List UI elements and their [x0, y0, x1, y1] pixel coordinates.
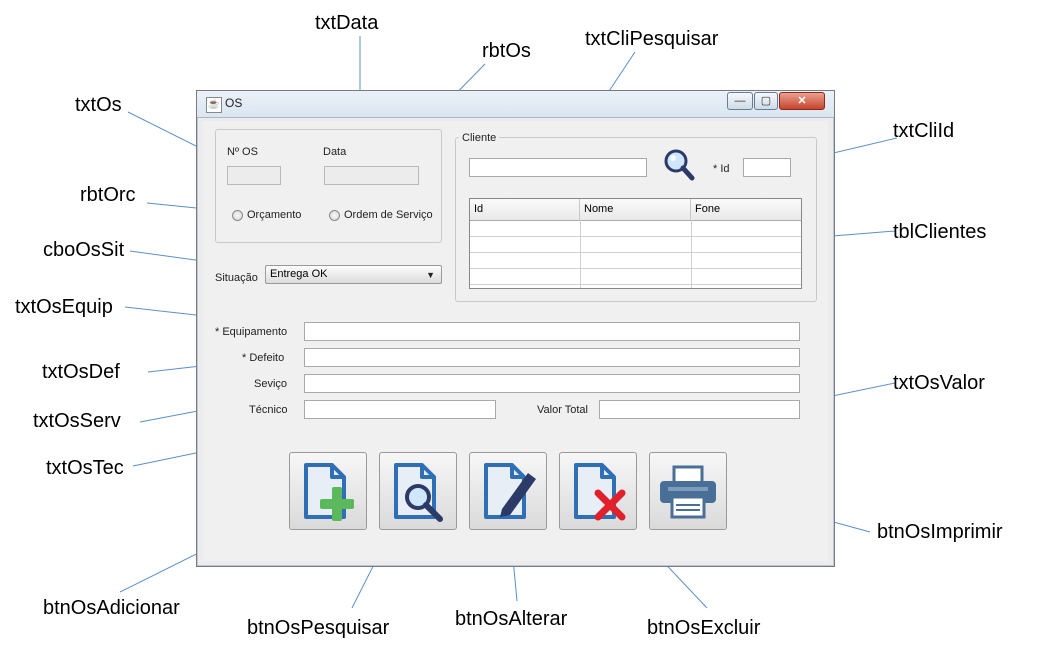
- table-header: Id Nome Fone: [470, 199, 801, 221]
- rbtorc-label[interactable]: Orçamento: [247, 209, 302, 221]
- callout-txtosequip: txtOsEquip: [15, 296, 113, 318]
- tblclientes-table[interactable]: Id Nome Fone: [469, 198, 802, 289]
- callout-txtdata: txtData: [315, 12, 379, 34]
- table-row[interactable]: [470, 221, 801, 237]
- column-header-fone[interactable]: Fone: [695, 203, 721, 215]
- txtcliid-input[interactable]: [743, 158, 791, 177]
- num-os-label: Nº OS: [227, 146, 258, 158]
- file-edit-icon: [484, 463, 536, 519]
- search-icon[interactable]: [661, 147, 697, 183]
- callout-rbtos: rbtOs: [482, 40, 531, 62]
- cliente-id-label: * Id: [713, 163, 730, 175]
- tecnico-label: Técnico: [249, 404, 288, 416]
- txtosdef-input[interactable]: [304, 348, 800, 367]
- txtostec-input[interactable]: [304, 400, 496, 419]
- column-divider: [580, 220, 581, 288]
- rbtos-label[interactable]: Ordem de Serviço: [344, 209, 433, 221]
- minimize-button[interactable]: —: [727, 92, 753, 110]
- callout-btnospesquisar: btnOsPesquisar: [247, 617, 390, 639]
- callout-txtclipesquisar: txtCliPesquisar: [585, 28, 719, 50]
- callout-txtostec: txtOsTec: [46, 457, 124, 479]
- btnospesquisar-button[interactable]: [379, 452, 457, 530]
- chevron-down-icon: ▼: [426, 270, 435, 280]
- callout-txtosdef: txtOsDef: [42, 361, 120, 383]
- cboossit-combo[interactable]: Entrega OK ▼: [265, 265, 442, 284]
- maximize-button[interactable]: ▢: [754, 92, 778, 110]
- column-header-id[interactable]: Id: [470, 199, 580, 220]
- printer-icon: [660, 465, 716, 519]
- cboossit-selected: Entrega OK: [270, 268, 328, 280]
- rbtos-radio[interactable]: [329, 210, 340, 221]
- column-header-nome[interactable]: Nome: [580, 199, 691, 220]
- file-delete-icon: [574, 463, 626, 521]
- callout-btnosalterar: btnOsAlterar: [455, 608, 568, 630]
- callout-txtcliid: txtCliId: [893, 120, 955, 142]
- close-button[interactable]: ✕: [779, 92, 825, 110]
- btnosalterar-button[interactable]: [469, 452, 547, 530]
- cliente-group-box: [455, 137, 817, 302]
- btnosexcluir-button[interactable]: [559, 452, 637, 530]
- table-row[interactable]: [470, 269, 801, 285]
- callout-txtos: txtOs: [75, 94, 122, 116]
- cliente-group-label: Cliente: [459, 132, 500, 144]
- callout-txtosserv: txtOsServ: [33, 410, 121, 432]
- txtos-input[interactable]: [227, 166, 281, 185]
- txtdata-input[interactable]: [324, 166, 419, 185]
- txtosvalor-input[interactable]: [599, 400, 800, 419]
- os-group-box: Nº OS Data Orçamento Ordem de Serviço: [215, 129, 442, 243]
- data-label: Data: [323, 146, 347, 158]
- window-title: OS: [225, 96, 243, 110]
- table-row[interactable]: [470, 253, 801, 269]
- valor-total-label: Valor Total: [537, 404, 588, 416]
- os-window: ☕ OS — ▢ ✕ Nº OS Data Orçamento Ordem de…: [196, 90, 835, 567]
- callout-btnosexcluir: btnOsExcluir: [647, 617, 761, 639]
- txtclipesquisar-input[interactable]: [469, 158, 647, 177]
- rbtorc-radio[interactable]: [232, 210, 243, 221]
- txtosserv-input[interactable]: [304, 374, 800, 393]
- btnosadicionar-button[interactable]: [289, 452, 367, 530]
- txtosequip-input[interactable]: [304, 322, 800, 341]
- callout-rbtorc: rbtOrc: [80, 184, 136, 206]
- callout-btnosadicionar: btnOsAdicionar: [43, 597, 180, 619]
- servico-label: Seviço: [254, 378, 288, 390]
- java-app-icon: ☕: [206, 97, 222, 113]
- file-add-icon: [304, 463, 354, 521]
- file-search-icon: [394, 463, 443, 522]
- defeito-label: * Defeito: [242, 352, 285, 364]
- callout-cboossit: cboOsSit: [43, 239, 125, 261]
- callout-tblclientes: tblClientes: [893, 221, 987, 243]
- column-divider: [691, 220, 692, 288]
- window-content: Nº OS Data Orçamento Ordem de Serviço Si…: [203, 121, 828, 561]
- btnosimprimir-button[interactable]: [649, 452, 727, 530]
- equipamento-label: * Equipamento: [215, 326, 288, 338]
- table-row[interactable]: [470, 237, 801, 253]
- callout-txtosvalor: txtOsValor: [893, 372, 985, 394]
- callout-btnosimprimir: btnOsImprimir: [877, 521, 1003, 543]
- situacao-label: Situação: [215, 272, 258, 284]
- window-titlebar[interactable]: ☕ OS — ▢ ✕: [197, 91, 834, 118]
